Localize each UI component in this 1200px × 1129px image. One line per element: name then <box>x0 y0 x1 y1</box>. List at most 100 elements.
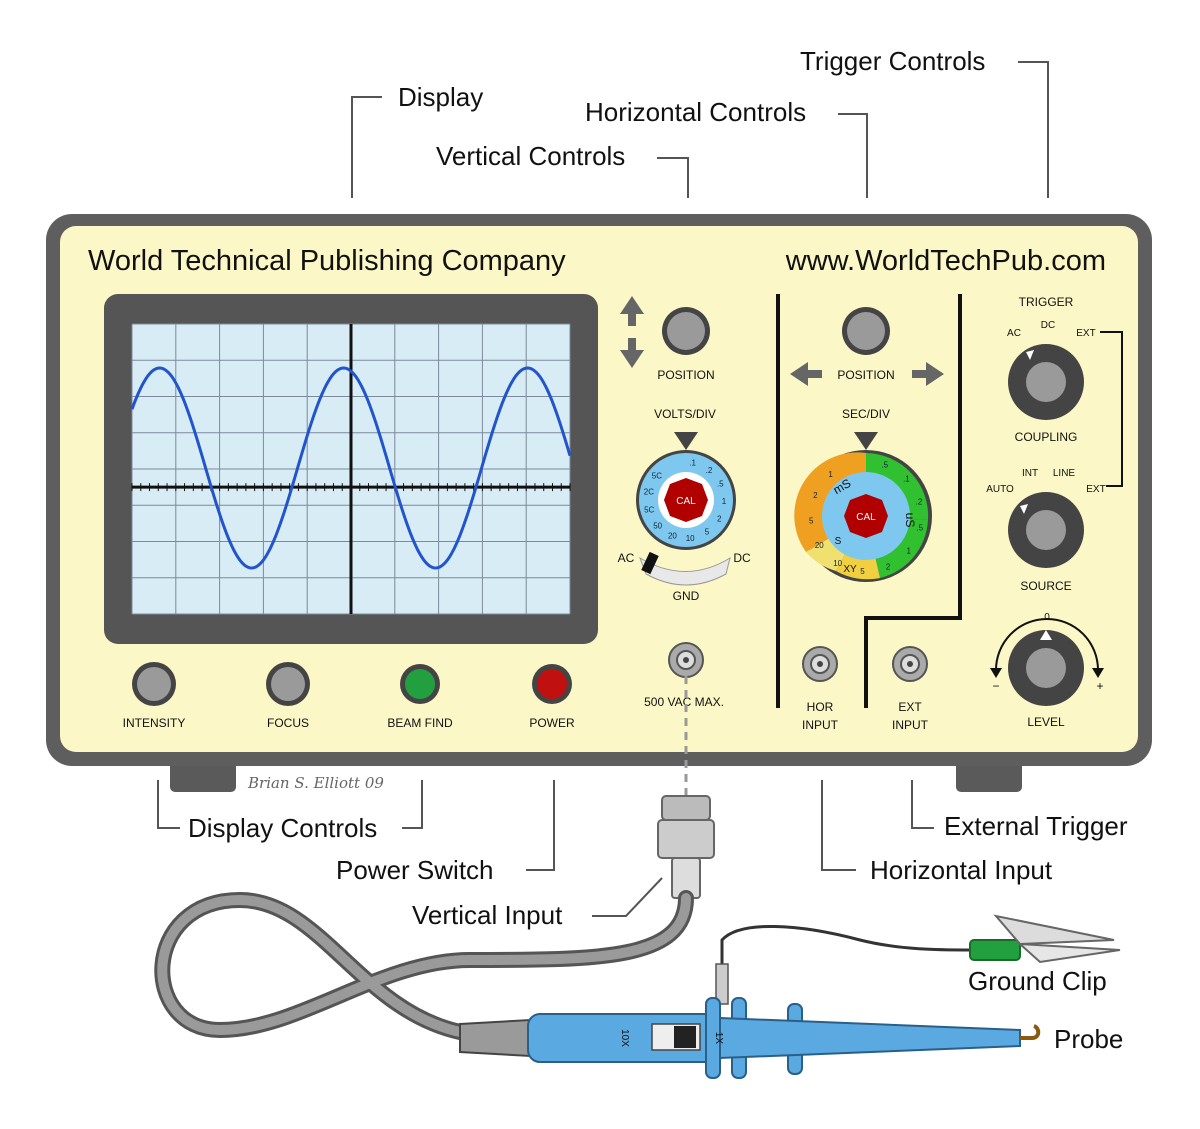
ground-lead-sleeve <box>715 963 729 1005</box>
ext-input-label-1: EXT <box>898 700 922 714</box>
horizontal-divider-right <box>864 294 962 708</box>
coupling-switch-lever[interactable] <box>641 551 659 575</box>
dial-tick-label: 1 <box>828 470 833 479</box>
trigger-coupling-knob[interactable] <box>1008 344 1084 420</box>
dial-tick-label: 5C <box>652 472 662 481</box>
leader-horizontal-input <box>821 780 856 871</box>
beam-find-label: BEAM FIND <box>387 716 453 730</box>
leader-external-trigger <box>911 780 934 829</box>
focus-control[interactable]: FOCUS <box>266 662 310 730</box>
level-minus-label: − <box>992 679 999 693</box>
dial-tick-label: .1 <box>903 475 910 484</box>
intensity-label: INTENSITY <box>123 716 186 730</box>
power-button[interactable] <box>537 669 567 699</box>
coupling-switch-arc <box>639 556 731 586</box>
vertical-gnd-label: GND <box>673 589 700 603</box>
horizontal-position-knob[interactable] <box>847 312 885 350</box>
dial-tick-label: 2 <box>717 515 722 524</box>
volts-div-pointer-icon <box>674 432 698 450</box>
callout-display-controls-label: Display Controls <box>188 813 377 843</box>
hor-input-connector[interactable] <box>802 646 838 682</box>
leader-horizontal <box>838 113 868 198</box>
source-int-label: INT <box>1022 468 1038 479</box>
ground-clip[interactable] <box>969 914 1121 964</box>
power-control[interactable]: POWER <box>529 664 575 730</box>
dial-tick-label: 5 <box>860 567 865 576</box>
ext-input-label-2: INPUT <box>892 718 929 732</box>
leader-power-switch <box>526 780 555 871</box>
dial-tick-label: 2 <box>886 562 891 571</box>
source-auto-label: AUTO <box>986 484 1014 495</box>
dial-tick-label: 20 <box>668 532 677 541</box>
level-arc-left-arrow-icon <box>990 668 1002 678</box>
beam-find-control[interactable]: BEAM FIND <box>387 664 453 730</box>
company-name: World Technical Publishing Company <box>88 245 566 277</box>
dial-tick-label: 2C <box>644 488 654 497</box>
graticule <box>131 323 571 615</box>
sec-div-pointer-icon <box>854 432 878 450</box>
volts-cal-knob[interactable] <box>664 478 708 522</box>
dial-tick-label: 2 <box>813 491 818 500</box>
sec-cal-label: CAL <box>856 512 876 523</box>
leader-trigger <box>1018 61 1049 198</box>
source-line-label: LINE <box>1053 468 1076 479</box>
callout-power-switch-label: Power Switch <box>336 855 494 885</box>
probe-cable-inner <box>157 893 691 1037</box>
vertical-input-connector[interactable] <box>668 642 704 678</box>
callout-trigger-controls-label: Trigger Controls <box>800 46 985 76</box>
dial-tick-label: 10 <box>686 534 695 543</box>
focus-label: FOCUS <box>267 716 309 730</box>
source-ext-label: EXT <box>1086 484 1105 495</box>
s-label: S <box>835 536 842 547</box>
ext-input-connector[interactable] <box>892 646 928 682</box>
dial-tick-label: .1 <box>689 459 696 468</box>
dial-tick-label: .5 <box>916 523 923 532</box>
probe-body[interactable] <box>459 997 1021 1079</box>
dial-tick-label: 10 <box>833 559 842 568</box>
probe-1x-label: 1X <box>713 1032 724 1045</box>
max-input-label: 500 VAC MAX. <box>644 695 724 709</box>
level-arc-right-arrow-icon <box>1092 668 1104 678</box>
probe-10x-label: 10X <box>619 1029 630 1047</box>
vertical-position-knob[interactable] <box>667 312 705 350</box>
sec-div-label: SEC/DIV <box>842 407 890 421</box>
hor-input-label-1: HOR <box>807 700 834 714</box>
dial-tick-label: .2 <box>916 497 923 506</box>
callout-horizontal-input-label: Horizontal Input <box>870 855 1053 885</box>
beam-find-button[interactable] <box>405 669 435 699</box>
dial-tick-label: 1 <box>722 497 727 506</box>
website: www.WorldTechPub.com <box>785 245 1106 277</box>
trigger-source-knob[interactable] <box>1008 492 1084 568</box>
callout-probe-label: Probe <box>1054 1024 1123 1054</box>
power-label: POWER <box>529 716 575 730</box>
callout-ground-clip-label: Ground Clip <box>968 966 1107 996</box>
dial-tick-label: .2 <box>706 466 713 475</box>
intensity-control[interactable]: INTENSITY <box>123 662 186 730</box>
dial-tick-label: .5 <box>717 480 724 489</box>
intensity-knob[interactable] <box>137 667 171 701</box>
coupling-dc-label: DC <box>1041 320 1055 331</box>
callout-vertical-controls-label: Vertical Controls <box>436 141 625 171</box>
dial-tick-label: 20 <box>815 541 824 550</box>
dial-tick-label: 5 <box>809 516 814 525</box>
horizontal-position-label: POSITION <box>837 368 894 382</box>
ground-lead <box>720 924 973 968</box>
vertical-dc-label: DC <box>733 551 751 565</box>
bnc-connector[interactable] <box>657 795 715 899</box>
vertical-position-arrows-icon <box>620 296 644 368</box>
leader-display-controls-right <box>402 780 423 829</box>
focus-knob[interactable] <box>271 667 305 701</box>
trigger-bracket <box>1100 331 1123 487</box>
sec-cal-knob[interactable] <box>844 494 888 538</box>
leader-vertical <box>657 157 689 198</box>
callout-trigger-controls: Trigger Controls <box>800 46 1049 198</box>
coupling-label: COUPLING <box>1015 430 1078 444</box>
trigger-level-knob[interactable] <box>1008 630 1084 706</box>
us-label: uS <box>903 513 917 528</box>
level-label: LEVEL <box>1027 715 1065 729</box>
source-label: SOURCE <box>1020 579 1071 593</box>
